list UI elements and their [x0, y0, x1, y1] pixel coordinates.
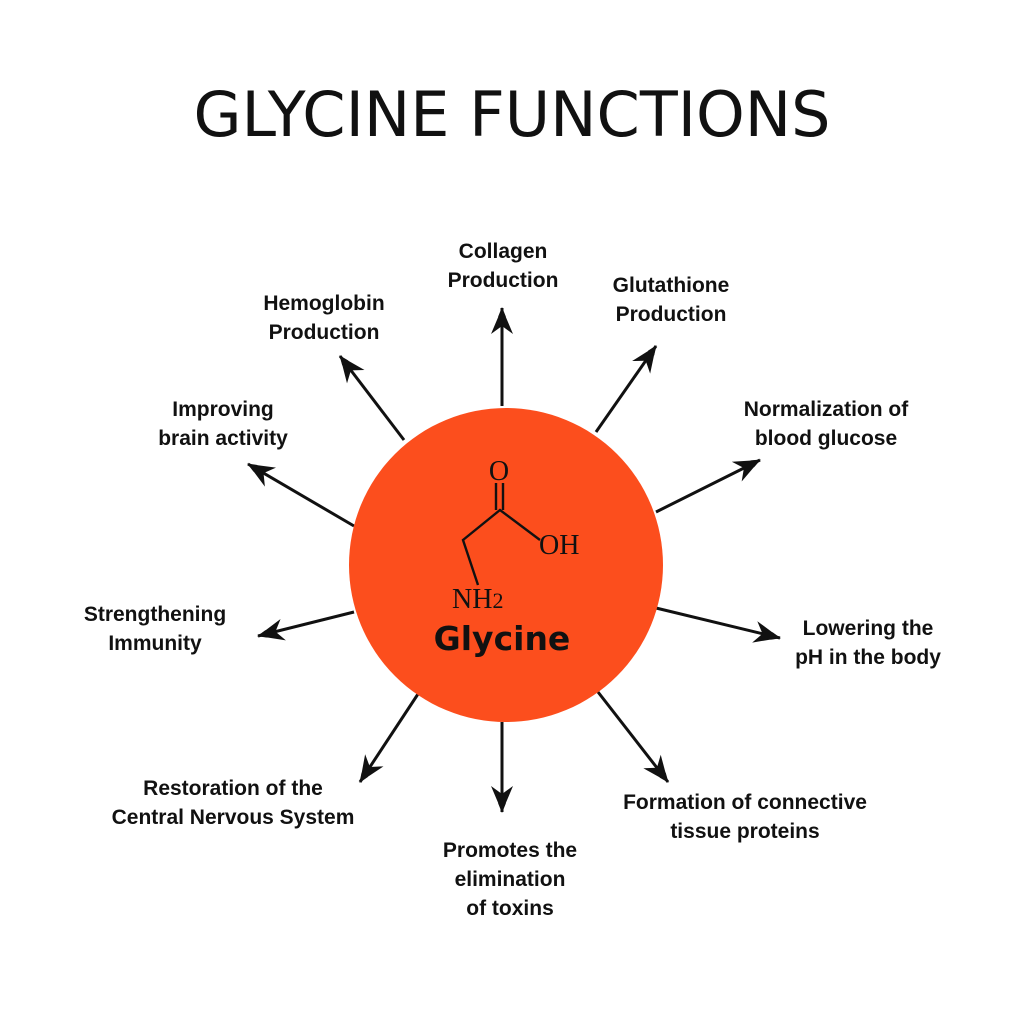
arrowhead-8 [258, 619, 286, 641]
function-label-line: Hemoglobin [263, 292, 385, 315]
function-label-line: Production [447, 269, 559, 292]
arrow-9 [247, 462, 355, 528]
page-title: GLYCINE FUNCTIONS [193, 78, 831, 151]
function-label-line: Improving [172, 398, 274, 421]
function-label-line: tissue proteins [670, 820, 820, 843]
center-name: Glycine [434, 619, 571, 658]
arrowhead-3 [731, 460, 760, 482]
function-label-line: Central Nervous System [111, 806, 355, 829]
function-label-line: Immunity [108, 632, 202, 655]
structure-bond-chain [461, 508, 541, 586]
amine-label: NH2 [452, 584, 503, 615]
arrowhead-9 [248, 464, 276, 487]
arrows-layer [247, 307, 781, 813]
function-label-line: Restoration of the [143, 777, 323, 800]
function-label-line: Production [268, 321, 380, 344]
glycine-circle [349, 408, 663, 722]
function-label-6: Promotes the elimination of toxins [350, 836, 670, 923]
carbonyl-oxygen-label: O [489, 456, 509, 487]
function-label-5: Formation of connective tissue proteins [585, 788, 905, 846]
function-label-line: Lowering the [802, 617, 934, 640]
function-label-line: Formation of connective [623, 791, 867, 814]
arrow-5 [596, 691, 670, 783]
arrowhead-7 [360, 754, 384, 782]
function-label-line: Strengthening [83, 603, 227, 626]
function-label-line: Glutathione [612, 274, 730, 297]
hydroxyl-label: OH [539, 530, 579, 561]
arrowhead-6 [491, 786, 513, 812]
glycine-structure [461, 483, 541, 586]
arrowhead-5 [643, 754, 668, 782]
function-label-line: Promotes the [442, 839, 578, 862]
arrowhead-10 [340, 356, 365, 384]
function-label-line: Collagen [458, 240, 548, 263]
amine-label-main: NH [452, 584, 492, 615]
function-label-9: Improving brain activity [63, 395, 383, 453]
function-label-line: brain activity [158, 427, 288, 450]
arrowhead-2 [632, 346, 656, 374]
amine-label-subscript: 2 [492, 588, 503, 613]
arrow-4 [655, 606, 781, 640]
function-label-line: of toxins [466, 897, 554, 920]
function-label-line: Production [615, 303, 727, 326]
function-label-line: Normalization of [743, 398, 909, 421]
arrowhead-4 [752, 621, 780, 643]
function-label-line: elimination [454, 868, 566, 891]
function-label-line: pH in the body [795, 646, 941, 669]
function-label-line: blood glucose [754, 427, 898, 450]
function-label-4: Lowering the pH in the body [708, 614, 1024, 672]
arrow-3 [655, 458, 761, 514]
function-label-3: Normalization of blood glucose [666, 395, 986, 453]
arrowhead-1 [491, 308, 513, 334]
